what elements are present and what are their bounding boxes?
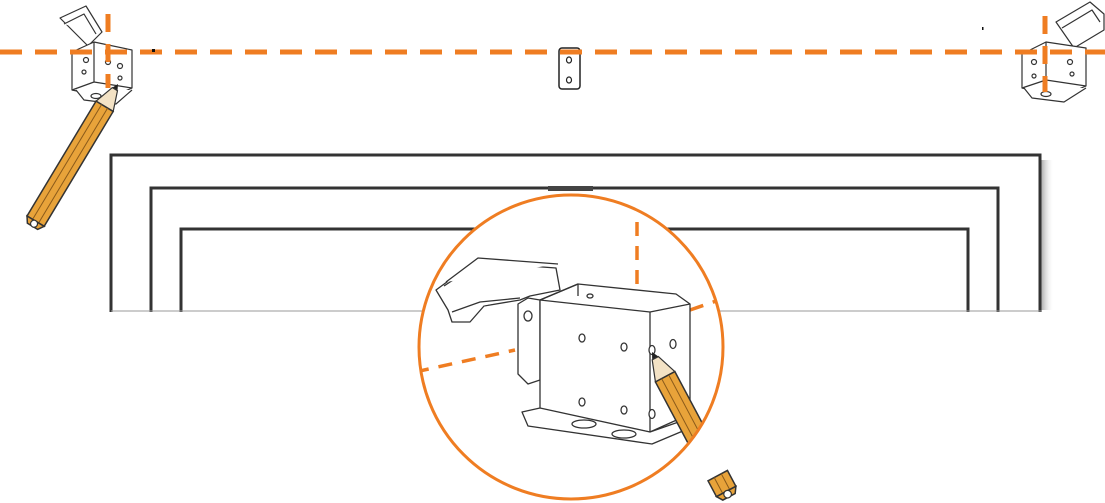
frame-outer bbox=[109, 153, 1042, 312]
left-pencil-icon bbox=[25, 84, 119, 231]
frame-shadow bbox=[1040, 160, 1054, 310]
detail-circle-outline bbox=[417, 193, 725, 501]
right-mounting-bracket-icon bbox=[1021, 1, 1105, 103]
detail-guide-line-left bbox=[419, 348, 516, 374]
detail-bracket-icon bbox=[435, 257, 691, 445]
guide-lines-top bbox=[0, 14, 1105, 92]
detail-callout bbox=[417, 193, 737, 501]
frame-top-tab bbox=[548, 186, 593, 191]
center-bracket-icon bbox=[558, 47, 581, 90]
mark-dot bbox=[152, 49, 155, 52]
mark-dot bbox=[982, 27, 984, 30]
detail-pencil-end-icon bbox=[706, 469, 737, 501]
left-mounting-bracket-icon bbox=[59, 5, 133, 105]
